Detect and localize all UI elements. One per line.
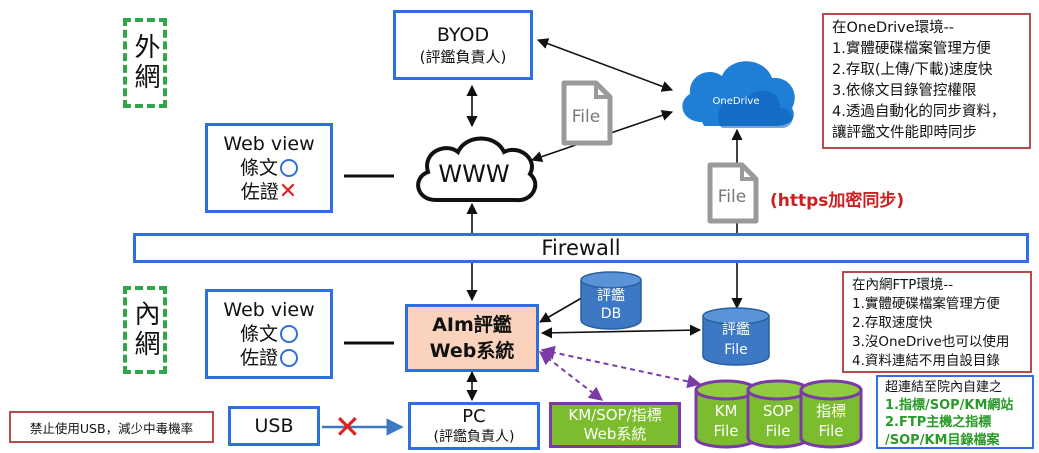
arrow-aim-km [538, 351, 604, 401]
byod-node: BYOD (評鑑負責人) [393, 10, 533, 80]
ftp-note-3: 3.沒OneDrive也可以使用 [852, 334, 1010, 350]
indicator-file-line1: 指標 [816, 402, 846, 420]
pc-node: PC (評鑑負責人) [408, 402, 540, 450]
aim-system-node: AIm評鑑 Web系統 [405, 304, 539, 372]
evalfile-line2: File [724, 342, 747, 358]
km-system-line2: Web系統 [583, 425, 647, 443]
eval-file-cylinder: 評鑑 File [702, 307, 770, 366]
usb-warning-text: 禁止使用USB，減少中毒機率 [29, 420, 194, 436]
ftp-note-2: 2.存取速度快 [852, 315, 933, 331]
byod-title: BYOD [436, 24, 490, 46]
check-circle-icon [280, 325, 298, 343]
usb-warning-box: 禁止使用USB，減少中毒機率 [9, 411, 214, 443]
zone-external: 外網 [123, 18, 167, 108]
www-cloud-icon: WWW [416, 136, 538, 203]
webview-internal-title: Web view [223, 299, 315, 321]
arrow-byod-onedrive [536, 38, 674, 92]
onedrive-label: OneDrive [712, 96, 759, 107]
zone-internal-label: 內網 [130, 300, 160, 360]
cross-icon: ✕ [278, 179, 298, 204]
zone-internal: 內網 [123, 286, 167, 374]
check-circle-icon [280, 159, 298, 177]
usb-node: USB [228, 406, 320, 446]
onedrive-notes-box: 在OneDrive環境-- 1.實體硬碟檔案管理方便 2.存取(上傳/下載)速度… [822, 13, 1031, 149]
aim-system-line2: Web系統 [429, 340, 515, 362]
webview-external-title: Web view [223, 133, 315, 155]
arrow-aim-cylinders [540, 345, 702, 389]
pc-title: PC [462, 406, 486, 427]
sop-file-line2: File [765, 422, 790, 440]
usb-label: USB [254, 415, 294, 437]
onedrive-note-1: 1.實體硬碟檔案管理方便 [832, 41, 991, 57]
file-label-sync: File [718, 187, 746, 207]
https-sync-label: (https加密同步) [770, 191, 905, 211]
webview-external-box: Web view 條文 佐證✕ [205, 123, 333, 213]
indicator-file-line2: File [818, 422, 843, 440]
onedrive-note-5: 讓評鑑文件能即時同步 [832, 125, 977, 141]
zone-external-label: 外網 [130, 33, 160, 93]
onedrive-note-2: 2.存取(上傳/下載)速度快 [832, 62, 993, 78]
km-system-node: KM/SOP/指標 Web系統 [549, 402, 681, 448]
file-icon-sync: File [707, 162, 759, 224]
km-system-line1: KM/SOP/指標 [568, 406, 662, 424]
webview-external-line1: 條文 [239, 157, 278, 179]
byod-subtitle: (評鑑負責人) [419, 48, 507, 66]
km-file-line1: KM [715, 402, 738, 420]
sop-file-cylinder: SOP File [746, 379, 810, 449]
webview-internal-box: Web view 條文 佐證 [205, 289, 333, 379]
ftp-notes-box: 在內網FTP環境-- 1.實體硬碟檔案管理方便 2.存取速度快 3.沒OneDr… [842, 271, 1032, 373]
onedrive-cloud-icon: OneDrive [682, 61, 795, 128]
evalfile-line1: 評鑑 [722, 321, 750, 338]
webview-internal-line1: 條文 [239, 323, 278, 345]
sop-file-line1: SOP [763, 402, 793, 420]
onedrive-note-0: 在OneDrive環境-- [832, 20, 955, 36]
www-label: WWW [438, 160, 509, 188]
firewall-bar: Firewall [133, 233, 1029, 263]
db-line2: DB [601, 306, 621, 322]
km-file-line2: File [713, 422, 738, 440]
hyperlink-note-1: 1.指標/SOP/KM網站 [885, 397, 1014, 413]
ftp-note-0: 在內網FTP環境-- [852, 277, 954, 293]
ftp-note-4: 4.資料連結不用自設目錄 [852, 353, 1000, 369]
green-cylinders: KM File SOP File 指標 File [694, 379, 863, 449]
pc-subtitle: (評鑑負責人) [433, 429, 515, 445]
check-circle-icon [280, 349, 298, 367]
blocked-cross-icon: ✕ [334, 408, 361, 446]
file-icon-top: File [561, 80, 613, 146]
firewall-label: Firewall [541, 236, 621, 260]
eval-db-cylinder: 評鑑 DB [580, 271, 642, 330]
webview-internal-line2: 佐證 [239, 347, 278, 369]
webview-external-line2: 佐證 [240, 181, 279, 203]
db-line1: 評鑑 [597, 287, 625, 304]
hyperlink-notes-box: 超連結至院內自建之 1.指標/SOP/KM網站 2.FTP主機之指標 /SOP/… [876, 375, 1034, 449]
file-label-top: File [572, 107, 600, 127]
hyperlink-note-2: 2.FTP主機之指標 [885, 415, 992, 430]
hyperlink-note-0: 超連結至院內自建之 [885, 380, 1003, 395]
hyperlink-note-3: /SOP/KM目錄檔案 [885, 432, 1000, 448]
onedrive-note-4: 4.透過自動化的同步資料， [832, 104, 1006, 120]
onedrive-note-3: 3.依條文目錄管控權限 [832, 83, 977, 99]
ftp-note-1: 1.實體硬碟檔案管理方便 [852, 296, 1000, 312]
arrow-aim-evalfile [540, 324, 702, 339]
indicator-file-cylinder: 指標 File [799, 379, 863, 449]
aim-system-line1: AIm評鑑 [432, 314, 512, 336]
